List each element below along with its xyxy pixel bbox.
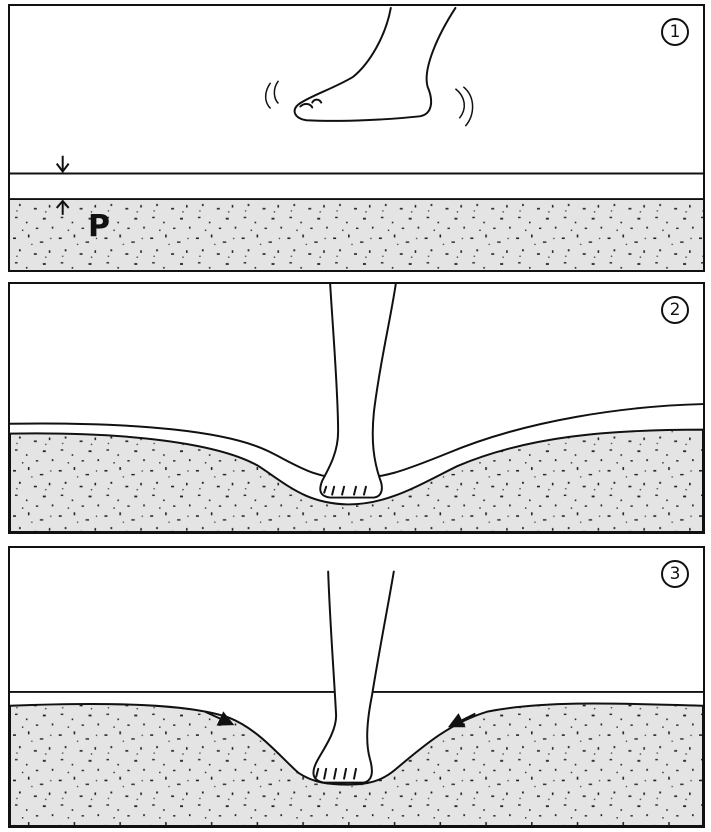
panel-3-flowing-sand: 3 <box>8 546 705 828</box>
panel-2-drawing <box>10 284 703 532</box>
standing-leg-drawing <box>313 572 393 783</box>
lifted-foot-drawing <box>295 8 456 121</box>
panel-number-3: 3 <box>661 560 689 588</box>
thickness-symbol-label: P <box>88 212 110 242</box>
panel-2-depressed-ground: 2 <box>8 282 705 534</box>
panel-number-1: 1 <box>661 18 689 46</box>
panel-number-2: 2 <box>661 296 689 324</box>
panel-3-drawing <box>10 548 703 826</box>
standing-leg-drawing <box>320 284 395 498</box>
sand-layer <box>10 199 703 270</box>
thickness-arrows <box>57 156 69 215</box>
panel-1-flat-ground: 1 P <box>8 4 705 272</box>
panel-1-drawing <box>10 6 703 270</box>
